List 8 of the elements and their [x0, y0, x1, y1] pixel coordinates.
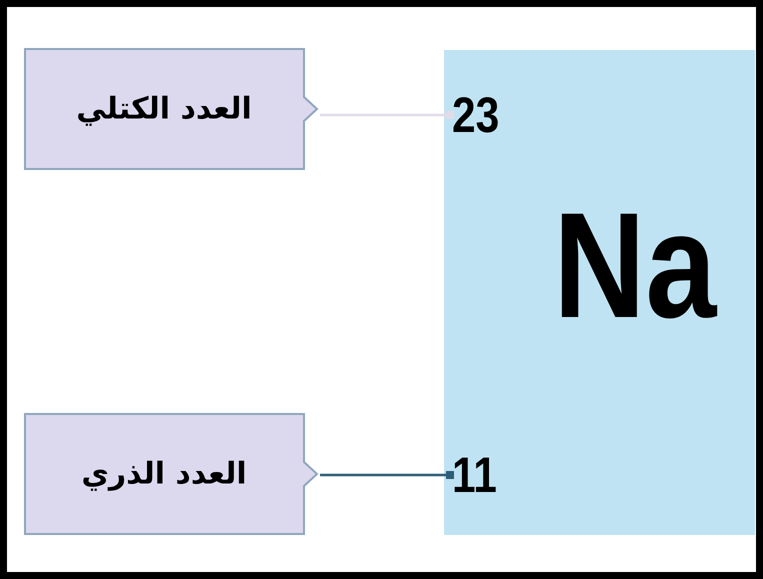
leader-line	[320, 111, 454, 119]
element-symbol: Na	[553, 190, 716, 340]
element-tile	[444, 50, 755, 535]
callout-label: العدد الكتلي	[75, 92, 253, 126]
number-label: 11	[452, 446, 497, 505]
number-label: 23	[452, 86, 500, 145]
callout-label: العدد الذري	[80, 456, 248, 492]
leader-line	[320, 471, 454, 479]
